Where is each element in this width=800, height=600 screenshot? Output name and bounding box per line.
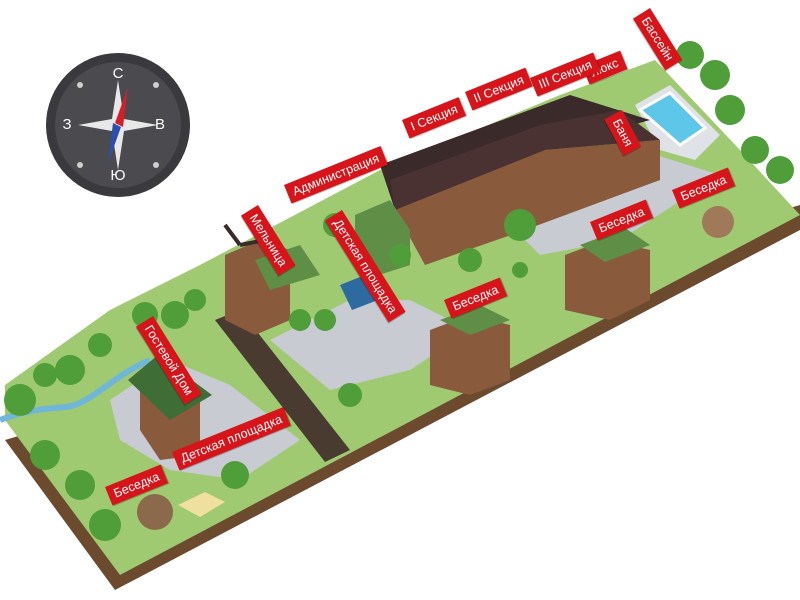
trees [4,41,794,541]
gazebo-pavilion-center-roof [440,305,510,335]
gazebo-pavilion-right [565,240,650,320]
compass-needle-south [108,123,121,163]
compass-cross [78,80,158,170]
sandbox [178,492,225,517]
compass-west: З [62,116,72,133]
boardwalk [215,310,350,462]
lodge-paving [490,150,720,255]
gazebo-round-left [137,494,173,530]
compass-needle-north [115,87,128,127]
guesthouse-roof [128,355,212,420]
lodge-roof-front [390,110,660,210]
compass-east: В [154,116,165,133]
gazebo-round-right [702,206,734,238]
compass-south: Ю [110,167,126,184]
compass [46,53,190,197]
lodge-wall [395,140,660,265]
gazebo-pavilion-center [430,315,510,395]
pool-water [637,91,708,147]
gazebo-pavilion-right-roof [580,228,650,262]
stream [0,357,152,423]
mill-sail-1 [223,223,242,247]
compass-north: С [112,65,124,82]
